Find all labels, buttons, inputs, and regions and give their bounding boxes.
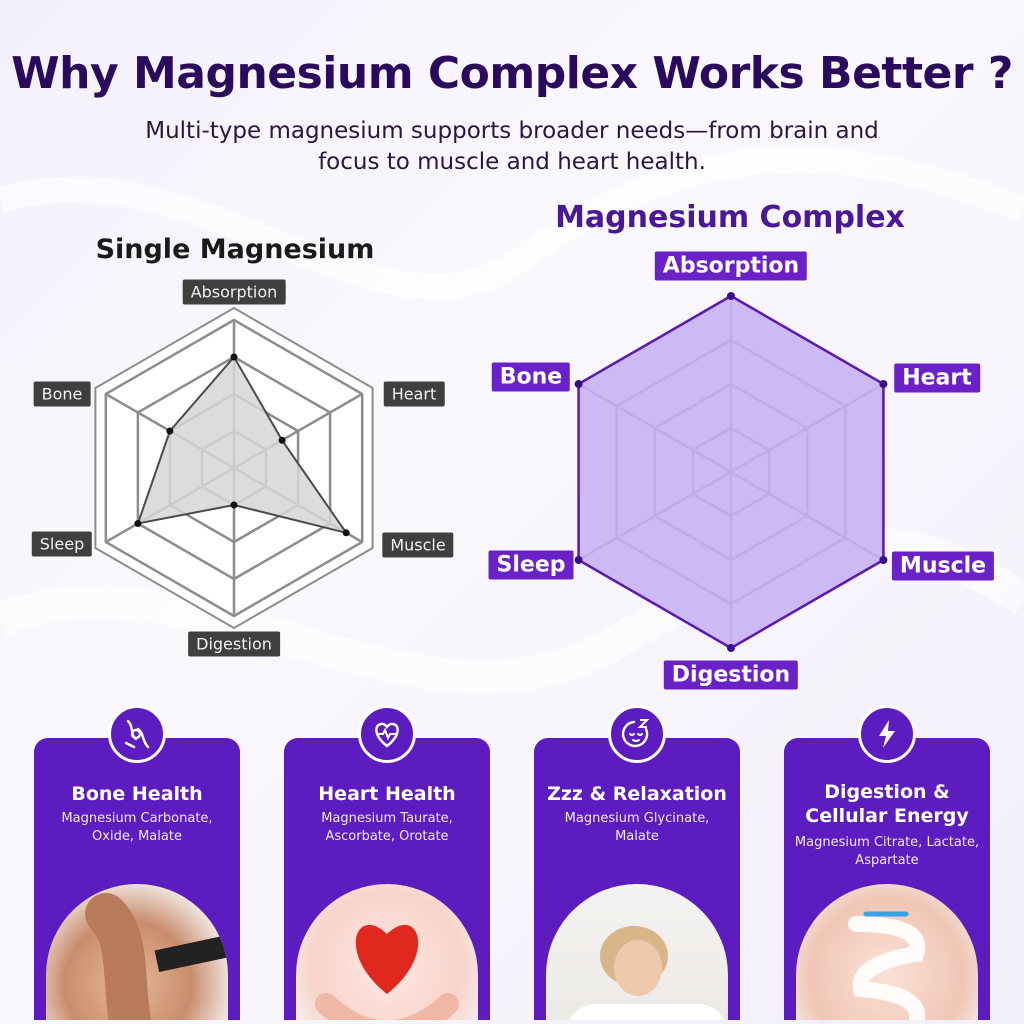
radar-point-heart [879, 380, 888, 388]
radar-point-muscle [879, 556, 888, 564]
radar-point-bone [574, 380, 583, 388]
card-bone-health: Bone Health Magnesium Carbonate, Oxide, … [34, 738, 240, 1020]
single-axis-label-absorption: Absorption [182, 279, 286, 305]
radar-point-sleep [574, 556, 583, 564]
digestion-photo [796, 884, 978, 1020]
card-title: Heart Health [318, 783, 456, 805]
single-axis-label-bone: Bone [33, 381, 91, 407]
radar-point-digestion [230, 501, 238, 509]
radar-point-digestion [727, 644, 735, 652]
lightning-bolt-icon [858, 705, 916, 763]
radar-point-bone [166, 427, 174, 435]
complex-axis-label-bone: Bone [491, 362, 571, 392]
radar-point-muscle [342, 529, 350, 537]
radar-point-heart [278, 436, 286, 444]
complex-axis-label-heart: Heart [894, 363, 980, 393]
complex-axis-label-absorption: Absorption [654, 251, 808, 281]
card-text: Magnesium Taurate, Ascorbate, Orotate [321, 811, 453, 844]
complex-axis-label-muscle: Muscle [891, 551, 995, 581]
card-text: Magnesium Glycinate, Malate [564, 811, 710, 844]
radar-point-sleep [134, 520, 142, 527]
page-title: Why Magnesium Complex Works Better ? [11, 48, 1013, 99]
card-heart-health: Heart Health Magnesium Taurate, Ascorbat… [284, 738, 490, 1020]
knee-photo [46, 884, 228, 1020]
heart-pulse-icon [358, 705, 416, 763]
single-axis-label-muscle: Muscle [382, 532, 454, 558]
radar-point-absorption [230, 353, 238, 361]
card-title: Digestion & Cellular Energy [805, 781, 969, 827]
single-axis-label-digestion: Digestion [188, 631, 280, 657]
single-axis-label-sleep: Sleep [31, 531, 93, 557]
single-magnesium-radar [94, 306, 374, 630]
sleeping-woman-photo [546, 884, 728, 1020]
complex-chart-title: Magnesium Complex [555, 200, 905, 235]
card-text: Magnesium Carbonate, Oxide, Malate [61, 811, 213, 844]
card-title: Zzz & Relaxation [547, 783, 727, 805]
card-title: Bone Health [71, 783, 203, 805]
complex-axis-label-digestion: Digestion [663, 660, 799, 690]
card-digestion-energy: Digestion & Cellular Energy Magnesium Ci… [784, 738, 990, 1020]
single-axis-label-heart: Heart [383, 381, 445, 407]
single-chart-title: Single Magnesium [95, 234, 375, 265]
radar-data-area [577, 294, 885, 650]
page-subtitle: Multi-type magnesium supports broader ne… [145, 118, 879, 175]
knee-joint-icon [108, 705, 166, 763]
heart-hands-photo [296, 884, 478, 1020]
sleep-face-icon [608, 705, 666, 763]
magnesium-complex-radar [574, 292, 888, 652]
card-text: Magnesium Citrate, Lactate, Aspartate [794, 835, 980, 868]
radar-point-absorption [727, 292, 735, 300]
complex-axis-label-sleep: Sleep [488, 550, 574, 580]
card-zzz-relaxation: Zzz & Relaxation Magnesium Glycinate, Ma… [534, 738, 740, 1020]
